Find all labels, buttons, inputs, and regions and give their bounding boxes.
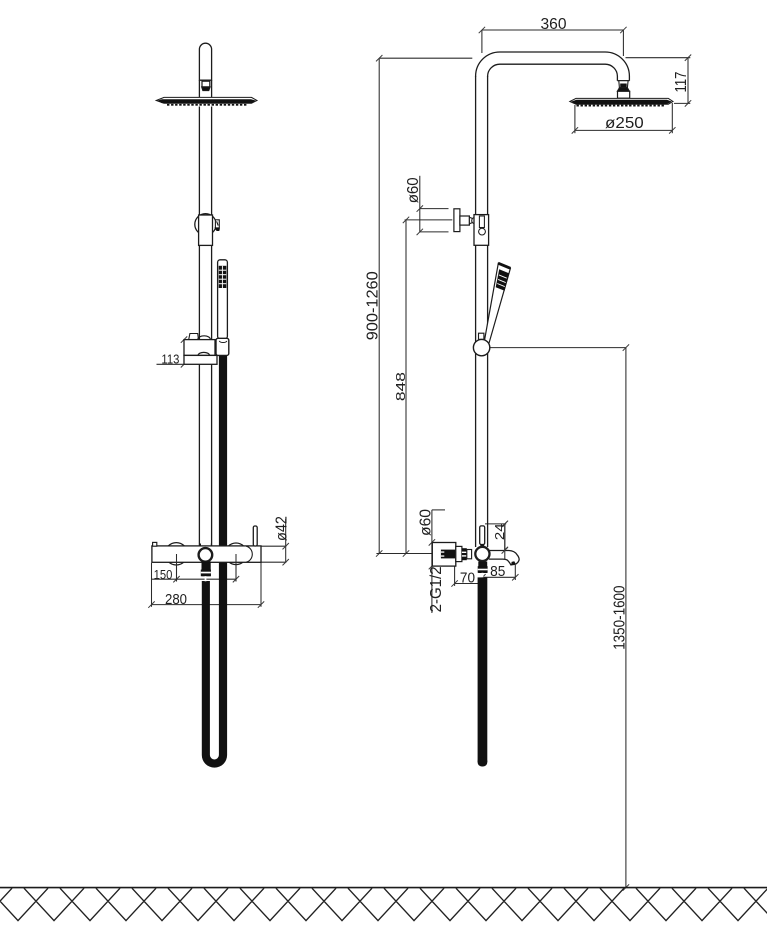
svg-text:ø250: ø250	[605, 115, 644, 132]
svg-text:113: 113	[161, 351, 179, 366]
svg-text:848: 848	[393, 372, 408, 401]
svg-text:360: 360	[541, 16, 567, 33]
svg-text:900-1260: 900-1260	[365, 271, 382, 340]
svg-text:ø42: ø42	[274, 516, 291, 541]
svg-text:280: 280	[165, 592, 187, 608]
svg-text:70: 70	[460, 570, 475, 586]
svg-text:2-G1/2: 2-G1/2	[428, 566, 445, 612]
svg-text:ø60: ø60	[405, 177, 422, 203]
svg-text:150: 150	[154, 567, 173, 582]
svg-text:24: 24	[492, 523, 507, 540]
svg-text:85: 85	[490, 564, 505, 580]
svg-text:ø60: ø60	[417, 509, 434, 536]
svg-text:1350-1600: 1350-1600	[612, 585, 629, 650]
svg-text:117: 117	[673, 71, 690, 92]
